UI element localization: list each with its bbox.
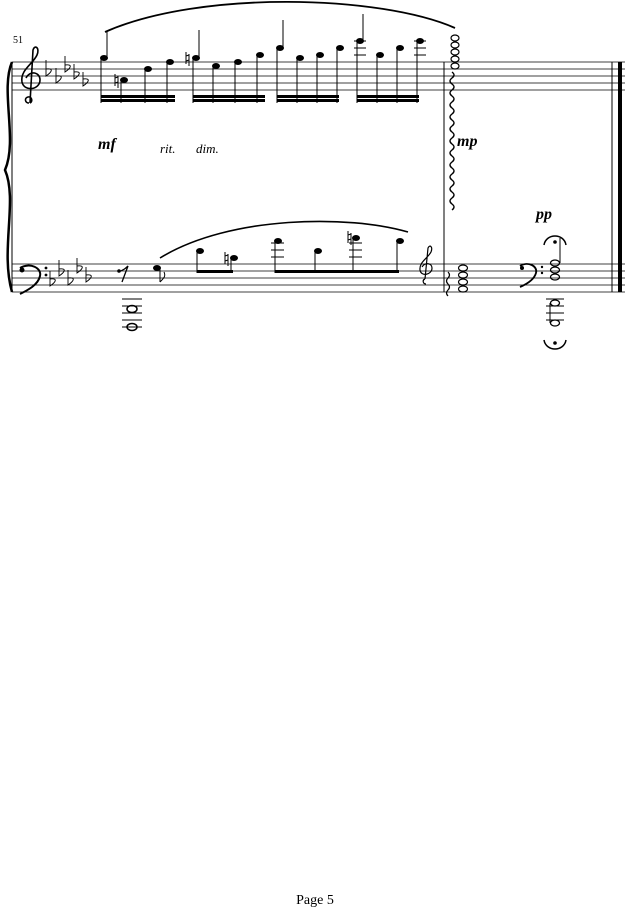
dynamic-pp: pp bbox=[536, 206, 552, 223]
measure-number: 51 bbox=[13, 35, 23, 46]
bass-key-signature bbox=[49, 258, 92, 287]
bass-slur bbox=[159, 220, 409, 259]
treble-notes bbox=[100, 14, 426, 103]
treble-arpeggio-chord bbox=[450, 34, 460, 70]
music-score bbox=[3, 0, 625, 350]
clef-change-bass bbox=[519, 263, 544, 288]
treble-key-signature bbox=[45, 56, 89, 87]
treble-clef bbox=[21, 46, 41, 104]
dynamic-mp: mp bbox=[457, 133, 478, 150]
treble-slur bbox=[104, 0, 456, 33]
arpeggio-wave bbox=[449, 71, 455, 211]
tempo-rit: rit. bbox=[160, 141, 176, 156]
bass-notes bbox=[117, 231, 404, 332]
tempo-dim: dim. bbox=[196, 141, 219, 156]
treble-staff bbox=[12, 61, 625, 91]
page-number: Page 5 bbox=[296, 893, 334, 908]
dynamic-mf: mf bbox=[98, 136, 116, 153]
bass-final-chords bbox=[543, 235, 567, 350]
bass-clef bbox=[19, 264, 48, 295]
bass-chord-arpeggio bbox=[445, 264, 469, 297]
clef-change-treble bbox=[419, 245, 433, 285]
grand-staff-brace bbox=[3, 61, 14, 293]
